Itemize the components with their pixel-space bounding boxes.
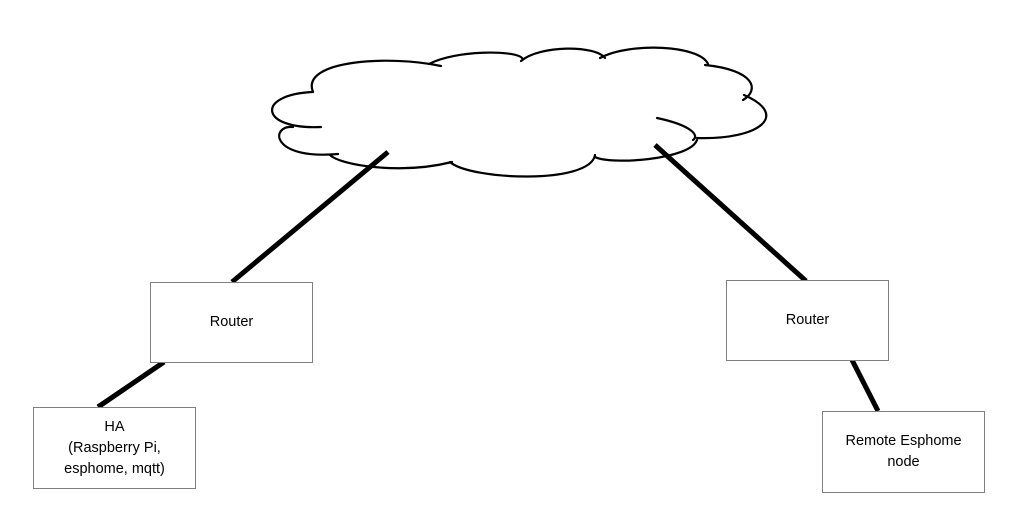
router-right-node: Router	[726, 280, 889, 361]
link-cloud-router-right	[653, 143, 808, 283]
remote-label-line2: node	[887, 454, 920, 470]
router-right-label: Router	[785, 312, 830, 328]
remote-label-line1: Remote Esphome	[845, 433, 962, 449]
ha-subtitle-line2: esphome, mqtt)	[64, 460, 165, 477]
internet-cloud-icon	[271, 46, 768, 178]
link-router-right-remote	[847, 354, 881, 413]
router-left-label: Router	[209, 314, 254, 330]
router-left-node: Router	[150, 282, 313, 363]
remote-esphome-node: Remote Esphome node	[822, 411, 985, 493]
link-router-left-ha	[96, 359, 166, 410]
ha-title: HA	[104, 418, 125, 435]
link-cloud-router-left	[230, 150, 390, 284]
ha-node: HA (Raspberry Pi, esphome, mqtt)	[33, 407, 196, 489]
ha-subtitle-line1: (Raspberry Pi,	[68, 439, 161, 456]
